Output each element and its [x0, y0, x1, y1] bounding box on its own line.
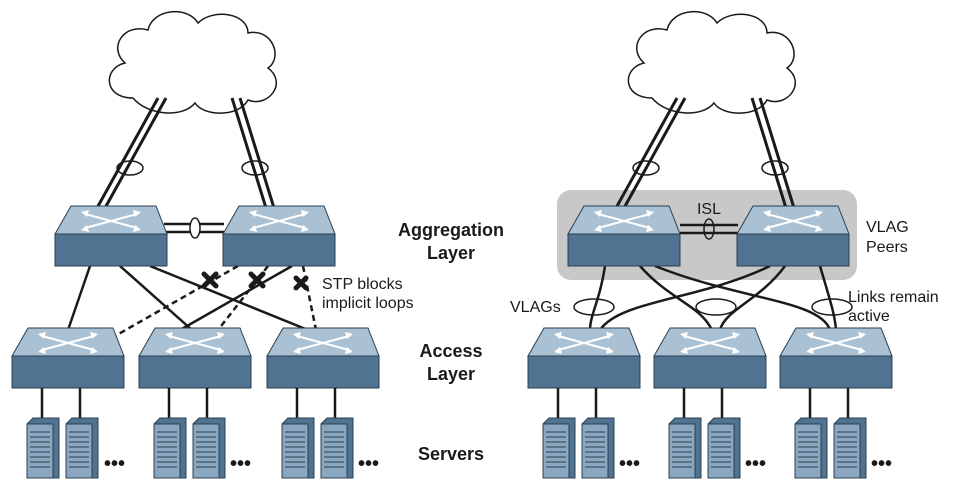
server-icon [281, 417, 315, 479]
switch-icon [567, 205, 681, 267]
blocked-x-icons [201, 271, 309, 291]
servers-label: Servers [418, 444, 484, 464]
server-icon [192, 417, 226, 479]
switch-icon [54, 205, 168, 267]
ellipsis-text: ••• [358, 453, 379, 475]
left-server-links [40, 388, 337, 420]
aggregation-layer-label-line2: Layer [427, 243, 475, 263]
vlags-label: VLAGs [510, 299, 561, 316]
ellipsis-text: ••• [230, 453, 251, 475]
vlag-peers-label-line1: VLAG [866, 219, 909, 236]
links-remain-label-line1: Links remain [848, 289, 939, 306]
switch-icon [11, 327, 125, 389]
stp-label-line1: STP blocks [322, 276, 403, 293]
right-server-links [556, 388, 850, 420]
vlag-peers-label-line2: Peers [866, 239, 908, 256]
switch-icon [266, 327, 380, 389]
left-active-links [66, 264, 309, 332]
lag-ellipse-icon [241, 160, 269, 176]
switch-icon [527, 327, 641, 389]
ellipsis-text: ••• [745, 453, 766, 475]
lag-ellipse-icon [703, 218, 715, 240]
switch-icon [736, 205, 850, 267]
lag-ellipse-icon [573, 298, 615, 316]
server-icon [26, 417, 60, 479]
server-icon [320, 417, 354, 479]
lag-ellipse-icon [761, 160, 789, 176]
right-uplinks [614, 97, 796, 209]
switch-icon [138, 327, 252, 389]
lag-ellipse-icon [189, 217, 201, 239]
server-icon [581, 417, 615, 479]
server-icon [833, 417, 867, 479]
access-layer-label-line1: Access [419, 341, 482, 361]
isl-link [680, 223, 738, 235]
access-layer-label-line2: Layer [427, 364, 475, 384]
lag-ellipse-icon [116, 160, 144, 176]
ellipsis-text: ••• [104, 453, 125, 475]
stp-label-line2: implicit loops [322, 295, 414, 312]
switch-icon [779, 327, 893, 389]
links-remain-label-line2: active [848, 308, 890, 325]
ellipsis-text: ••• [871, 453, 892, 475]
isl-label: ISL [697, 201, 721, 218]
lag-ellipse-icon [811, 298, 853, 316]
server-icon [794, 417, 828, 479]
left-uplinks [95, 97, 276, 209]
ellipsis-text: ••• [619, 453, 640, 475]
lag-ellipse-icon [695, 298, 737, 316]
server-icon [542, 417, 576, 479]
lag-ellipse-icon [632, 160, 660, 176]
switch-icon [222, 205, 336, 267]
cloud-icon [627, 10, 797, 114]
server-icon [65, 417, 99, 479]
aggregation-layer-label-line1: Aggregation [398, 220, 504, 240]
cloud-icon [108, 10, 278, 114]
server-icon [668, 417, 702, 479]
vlag-links [588, 264, 838, 331]
switch-icon [653, 327, 767, 389]
server-icon [707, 417, 741, 479]
server-icon [153, 417, 187, 479]
